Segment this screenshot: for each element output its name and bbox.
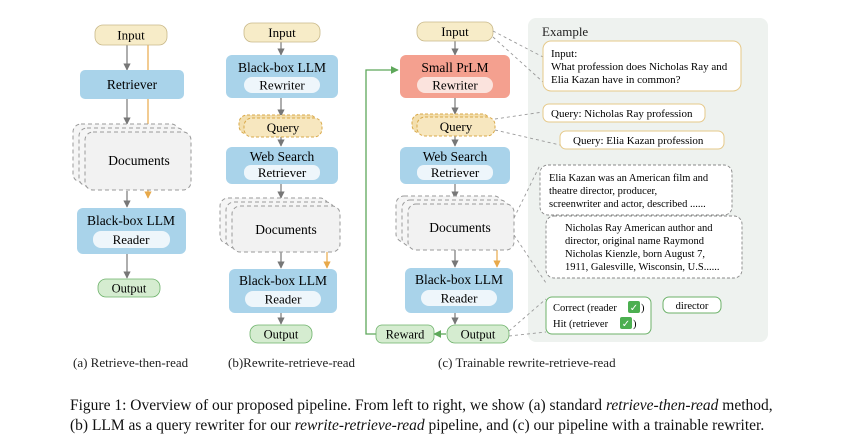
example-hit-label: Hit (retriever — [553, 319, 609, 330]
reader-llm-label-b: Black-box LLM — [239, 273, 327, 288]
subcaption-b: (b)Rewrite-retrieve-read — [228, 355, 356, 370]
retriever-label-a: Retriever — [107, 77, 158, 92]
pipeline-a: Input Retriever Documents Black-box LLM … — [72, 24, 192, 298]
reader-label-b: Reader — [265, 292, 302, 307]
reward-label-c: Reward — [386, 328, 426, 342]
svg-text:✓: ✓ — [630, 303, 638, 314]
example-doc-1-line-1: Elia Kazan was an American film and — [549, 173, 709, 184]
example-doc-1-box — [539, 164, 733, 216]
output-box-a — [97, 278, 161, 298]
example-query-1: Query: Nicholas Ray profession — [551, 108, 693, 120]
example-doc-2-line-2: director, original name Raymond — [565, 236, 705, 247]
example-content: Input: What profession does Nicholas Ray… — [539, 40, 743, 335]
example-doc-2-line-4: 1911, Galesville, Wisconsin, U.S...... — [565, 262, 719, 273]
example-title: Example — [542, 24, 588, 39]
input-label-a: Input — [117, 28, 145, 43]
example-doc-1-line-3: screenwriter and actor, described ...... — [549, 199, 706, 210]
example-input-question-1: What profession does Nicholas Ray and — [551, 61, 728, 73]
subcaption-c: (c) Trainable rewrite-retrieve-read — [438, 355, 616, 370]
rewriter-label-b: Rewriter — [259, 78, 305, 93]
retriever-box-a — [80, 70, 184, 99]
input-box-b — [243, 22, 321, 43]
output-box-c — [446, 324, 510, 344]
documents-label-a: Documents — [108, 153, 170, 168]
svg-text:✓: ✓ — [622, 319, 630, 330]
figure-caption: Figure 1: Overview of our proposed pipel… — [70, 397, 773, 434]
example-correct-label: Correct (reader — [553, 303, 617, 314]
example-input-question-2: Elia Kazan have in common? — [551, 74, 681, 86]
example-query-2: Query: Elia Kazan profession — [573, 135, 704, 147]
example-answer-box — [662, 296, 722, 314]
example-connectors — [492, 30, 561, 337]
svg-text:): ) — [633, 319, 637, 330]
example-input-label: Input: — [551, 48, 577, 60]
query-box-b — [243, 117, 323, 138]
example-doc-2-line-1: Nicholas Ray American author and — [565, 223, 713, 234]
example-query-2-box — [559, 130, 725, 150]
output-box-b — [249, 324, 313, 344]
input-label-b: Input — [268, 25, 296, 40]
output-label-a: Output — [112, 282, 147, 296]
query-label-b: Query — [267, 120, 300, 135]
reward-box-c — [375, 324, 435, 344]
example-doc-1-line-2: theatre director, producer, — [549, 186, 657, 197]
documents-label-c: Documents — [429, 220, 491, 235]
query-label-c: Query — [440, 119, 473, 134]
output-label-b: Output — [264, 328, 299, 342]
pipeline-b: Input Black-box LLM Rewriter Query Web S… — [219, 22, 341, 344]
example-doc-2-line-3: Nicholas Kienzle, born August 7, — [565, 249, 705, 260]
rewriter-llm-label-b: Black-box LLM — [238, 60, 326, 75]
pipeline-c: Input Small PrLM Rewriter Query Web Sear… — [365, 21, 515, 344]
web-search-label-c: Web Search — [423, 149, 488, 164]
subcaption-a: (a) Retrieve-then-read — [73, 355, 189, 370]
documents-box-b — [231, 205, 341, 253]
input-box-a — [94, 24, 168, 46]
retriever-label-b: Retriever — [258, 165, 307, 180]
query-box-c — [416, 116, 496, 137]
reader-llm-label-a: Black-box LLM — [87, 213, 175, 228]
retriever-label-c: Retriever — [431, 165, 480, 180]
small-prlm-label-c: Small PrLM — [421, 60, 488, 75]
example-query-1-box — [542, 103, 706, 123]
web-search-label-b: Web Search — [250, 149, 315, 164]
svg-text:): ) — [641, 303, 645, 314]
documents-box-c — [407, 203, 515, 251]
example-answer: director — [676, 301, 709, 312]
reader-llm-label-c: Black-box LLM — [415, 272, 503, 287]
documents-label-b: Documents — [255, 222, 317, 237]
reader-label-a: Reader — [113, 232, 150, 247]
check-icon — [628, 301, 640, 313]
check-icon — [620, 317, 632, 329]
example-input-box — [542, 40, 742, 92]
output-label-c: Output — [461, 328, 496, 342]
documents-box-a — [84, 131, 192, 191]
input-label-c: Input — [441, 24, 469, 39]
example-doc-2-box — [545, 215, 743, 279]
rewriter-label-c: Rewriter — [432, 78, 478, 93]
reader-label-c: Reader — [441, 291, 478, 306]
